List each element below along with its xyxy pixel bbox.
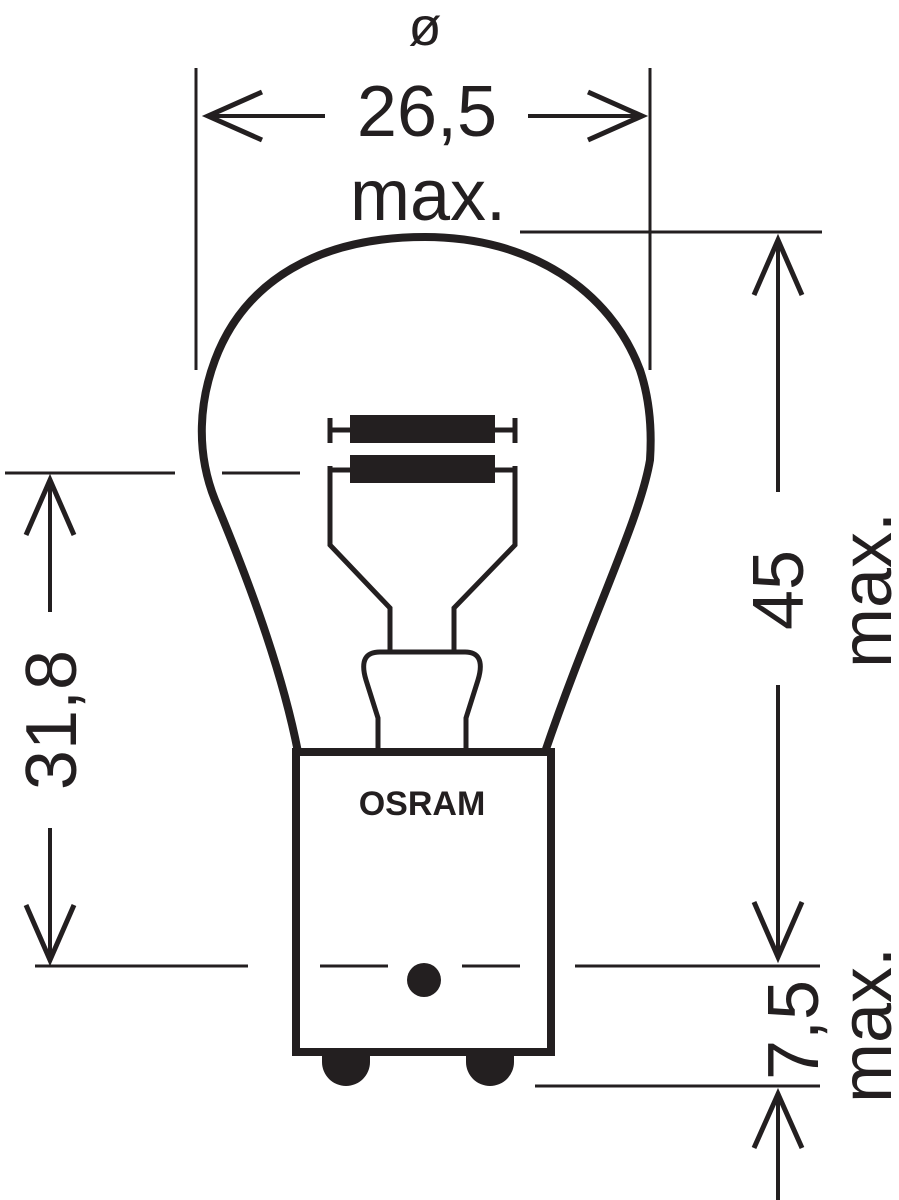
filaments — [327, 415, 518, 750]
diameter-dimension: ø 26,5 max. — [201, 0, 649, 236]
glass-envelope — [197, 232, 655, 754]
overall-length-value: 45 — [739, 550, 819, 630]
locating-pin — [407, 963, 441, 997]
bulb: OSRAM — [197, 232, 655, 1086]
overall-length-qualifier: max. — [827, 512, 899, 668]
diameter-symbol: ø — [409, 0, 442, 57]
extension-lines — [5, 68, 822, 1088]
overall-length-dimension: 45 max. — [739, 233, 899, 964]
brand-label: OSRAM — [359, 785, 486, 823]
light-center-value: 31,8 — [12, 650, 92, 790]
base-contacts — [322, 1052, 514, 1086]
light-center-dimension: 31,8 — [12, 473, 92, 967]
base-cap — [292, 748, 555, 1056]
diameter-qualifier: max. — [350, 156, 506, 236]
diameter-value: 26,5 — [357, 72, 497, 152]
base-pin-value: 7,5 — [754, 980, 834, 1080]
base-pin-qualifier: max. — [827, 947, 899, 1103]
base-pin-dimension: 7,5 max. — [751, 947, 899, 1200]
